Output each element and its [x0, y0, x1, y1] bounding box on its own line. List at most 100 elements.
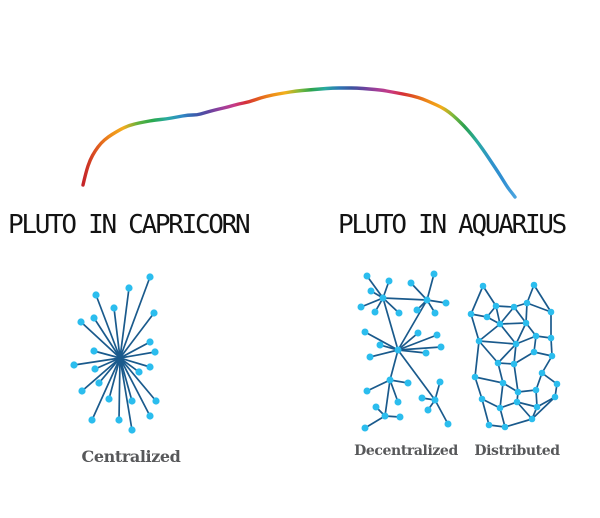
network-node: [363, 272, 371, 280]
network-edge: [366, 275, 384, 299]
network-node: [146, 412, 154, 420]
network-edge: [474, 340, 480, 378]
network-node: [146, 273, 154, 281]
network-node: [70, 361, 78, 369]
network-node: [431, 309, 439, 317]
network-node: [514, 388, 522, 396]
network-edge: [397, 334, 438, 351]
network-node: [77, 318, 85, 326]
network-node: [528, 415, 536, 423]
network-edge: [397, 346, 442, 351]
network-node: [424, 406, 432, 414]
network-edge: [526, 302, 552, 313]
network-node: [152, 397, 160, 405]
network-edge: [536, 396, 556, 408]
decentralized-network-diagram: [357, 270, 452, 432]
network-node: [363, 387, 371, 395]
network-edge: [497, 362, 504, 384]
network-node: [396, 413, 404, 421]
network-edge: [119, 357, 140, 373]
network-edge: [113, 307, 121, 359]
network-node: [483, 313, 491, 321]
network-node: [386, 376, 394, 384]
network-node: [78, 387, 86, 395]
network-node: [494, 359, 502, 367]
network-node: [361, 328, 369, 336]
network-edge: [382, 297, 428, 301]
distributed-network-diagram: [467, 281, 561, 431]
network-node: [394, 346, 402, 354]
network-node: [407, 279, 415, 287]
network-node: [532, 332, 540, 340]
network-node: [357, 303, 365, 311]
network-edge: [513, 306, 527, 324]
network-edge: [478, 323, 501, 342]
network-edge: [119, 312, 155, 359]
network-node: [551, 393, 559, 401]
network-edge: [119, 357, 151, 417]
network-edge: [410, 282, 428, 301]
network-edge: [119, 357, 133, 431]
network-edge: [504, 418, 533, 428]
network-node: [547, 334, 555, 342]
network-node: [496, 320, 504, 328]
network-node: [530, 348, 538, 356]
network-edge: [80, 321, 121, 359]
network-node: [95, 379, 103, 387]
network-edge: [515, 322, 527, 345]
network-node: [496, 404, 504, 412]
network-edge: [499, 306, 515, 325]
network-node: [533, 403, 541, 411]
network-node: [422, 349, 430, 357]
network-edge: [108, 357, 121, 400]
network-edge: [119, 357, 157, 402]
distributed-label: Distributed: [474, 443, 560, 459]
network-edge: [516, 401, 538, 408]
network-node: [479, 282, 487, 290]
network-node: [414, 329, 422, 337]
network-edge: [470, 285, 484, 315]
network-node: [385, 277, 393, 285]
network-edge: [474, 376, 483, 400]
network-node: [110, 304, 118, 312]
network-edge: [426, 273, 435, 301]
network-edge: [533, 284, 552, 313]
network-node: [532, 386, 540, 394]
network-node: [367, 287, 375, 295]
network-node: [485, 421, 493, 429]
network-node: [523, 299, 531, 307]
centralized-network-diagram: [70, 273, 160, 434]
title-pluto-in-capricorn: PLUTO IN CAPRICORN: [8, 210, 251, 240]
network-node: [379, 294, 387, 302]
network-edge: [119, 287, 130, 359]
network-edge: [497, 343, 517, 364]
network-node: [372, 403, 380, 411]
network-edge: [95, 294, 121, 359]
network-node: [433, 331, 441, 339]
network-edge: [118, 357, 121, 421]
network-node: [146, 338, 154, 346]
network-edge: [384, 379, 391, 417]
network-edge: [94, 357, 121, 370]
network-edge: [364, 415, 386, 429]
network-node: [128, 397, 136, 405]
network-edge: [434, 399, 449, 425]
network-node: [395, 309, 403, 317]
network-edge: [499, 322, 527, 325]
network-node: [522, 319, 530, 327]
network-edge: [397, 299, 428, 351]
network-node: [430, 270, 438, 278]
network-edge: [382, 297, 400, 314]
network-edge: [81, 357, 121, 392]
network-edge: [119, 357, 151, 368]
network-node: [418, 394, 426, 402]
network-edge: [513, 351, 535, 365]
network-node: [423, 296, 431, 304]
network-node: [115, 416, 123, 424]
network-node: [513, 398, 521, 406]
network-node: [530, 281, 538, 289]
network-node: [553, 380, 561, 388]
network-node: [548, 352, 556, 360]
